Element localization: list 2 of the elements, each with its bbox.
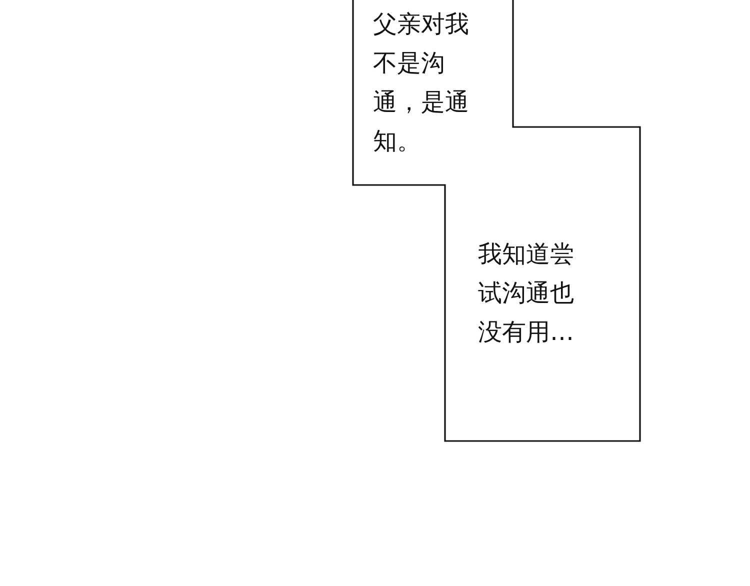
caption-text: 父亲对我不是沟通，是通知。 [373,9,470,157]
caption-text: 我知道尝试沟通也没有用… [478,239,575,348]
